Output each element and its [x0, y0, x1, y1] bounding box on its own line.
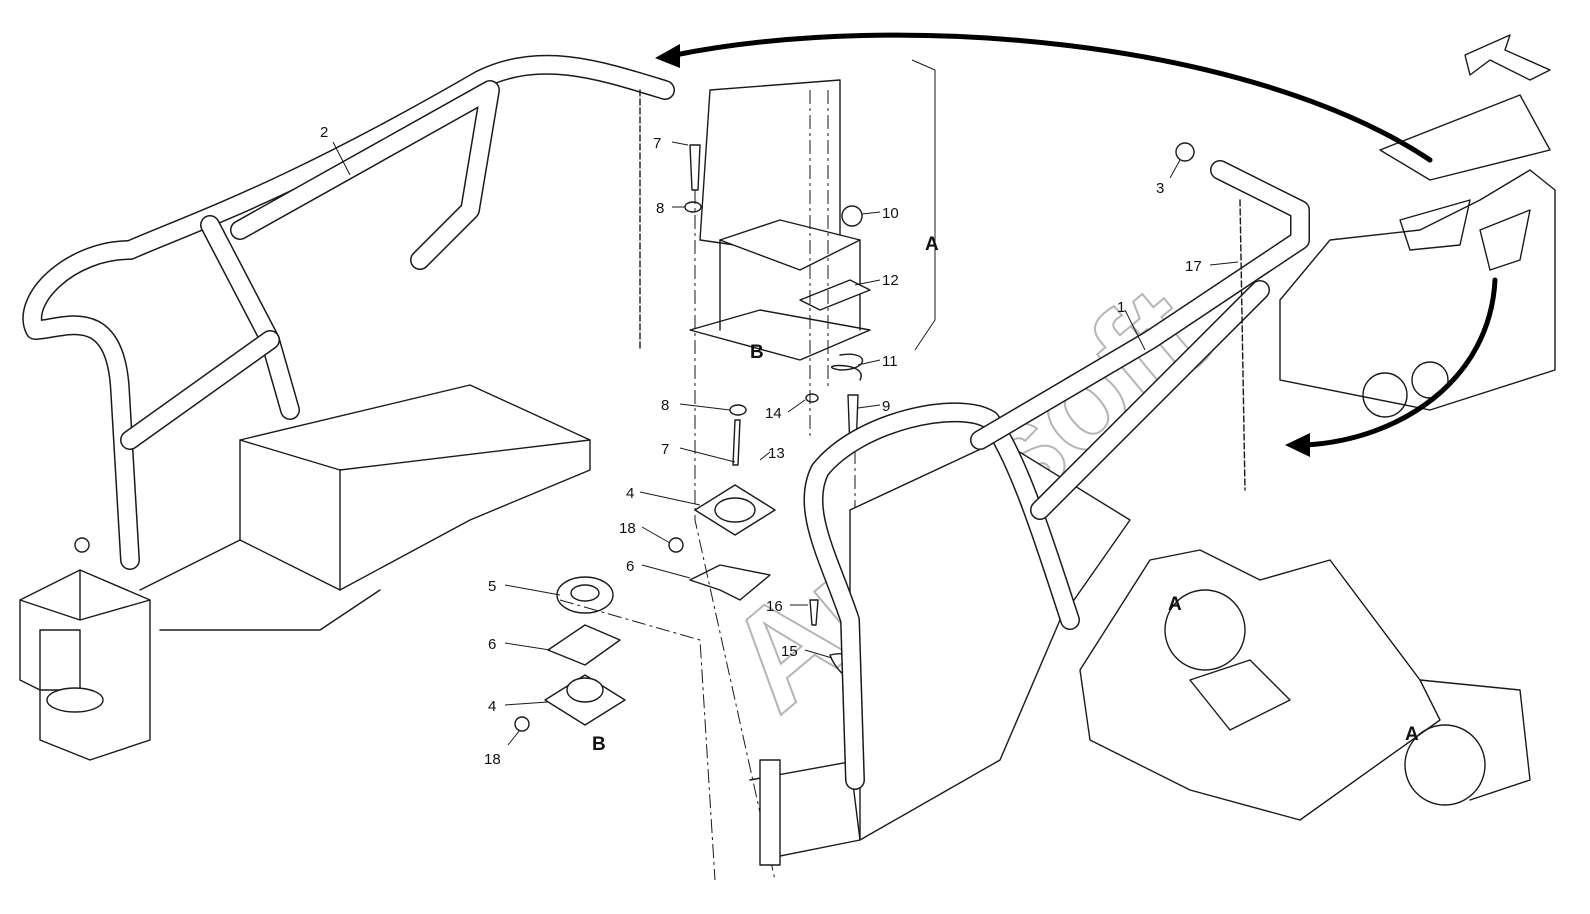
callout-5: 5 — [488, 578, 496, 595]
callout-4: 4 — [626, 485, 634, 502]
callout-11: 11 — [882, 353, 898, 370]
callout-15: 15 — [781, 643, 798, 660]
callout-labels: 7 8 10 12 11 9 14 13 8 7 4 18 6 5 6 4 18… — [320, 124, 1202, 768]
arrow-lower — [1302, 277, 1498, 448]
callout-7: 7 — [653, 135, 661, 152]
mount-exploded-parts — [514, 79, 871, 881]
callout-10: 10 — [882, 205, 899, 222]
arrow-upper-head — [655, 44, 680, 68]
leader-lines — [332, 141, 1239, 746]
inset-detail-view — [1079, 549, 1531, 821]
callout-9: 9 — [882, 398, 890, 415]
callout-7b: 7 — [661, 441, 669, 458]
callout-18: 18 — [619, 520, 636, 537]
detail-a-inset1: A — [1168, 594, 1182, 615]
callout-8b: 8 — [661, 397, 669, 414]
detail-b-bottom: B — [592, 734, 606, 755]
callout-13: 13 — [768, 445, 785, 462]
arrow-lower-head — [1285, 433, 1310, 457]
callout-16: 16 — [766, 598, 783, 615]
callout-3: 3 — [1156, 180, 1164, 197]
callout-8: 8 — [656, 200, 664, 217]
callout-6b: 6 — [488, 636, 496, 653]
detail-b-top: B — [750, 342, 764, 363]
callout-4b: 4 — [488, 698, 496, 715]
detail-a-leader — [911, 59, 936, 351]
callout-12: 12 — [882, 272, 899, 289]
callout-1: 1 — [1117, 299, 1125, 316]
detail-letters: A A A B B — [592, 234, 1419, 755]
left-frame-assembly — [19, 54, 675, 761]
detail-a-inset2: A — [1405, 724, 1419, 745]
callout-14: 14 — [765, 405, 782, 422]
callout-2: 2 — [320, 124, 328, 141]
callout-18b: 18 — [484, 751, 501, 768]
detail-a-main: A — [925, 234, 939, 255]
right-frame-assembly — [749, 142, 1310, 866]
callout-6: 6 — [626, 558, 634, 575]
arrow-upper — [672, 32, 1433, 163]
machine-overview — [1279, 34, 1556, 418]
callout-17: 17 — [1185, 258, 1202, 275]
